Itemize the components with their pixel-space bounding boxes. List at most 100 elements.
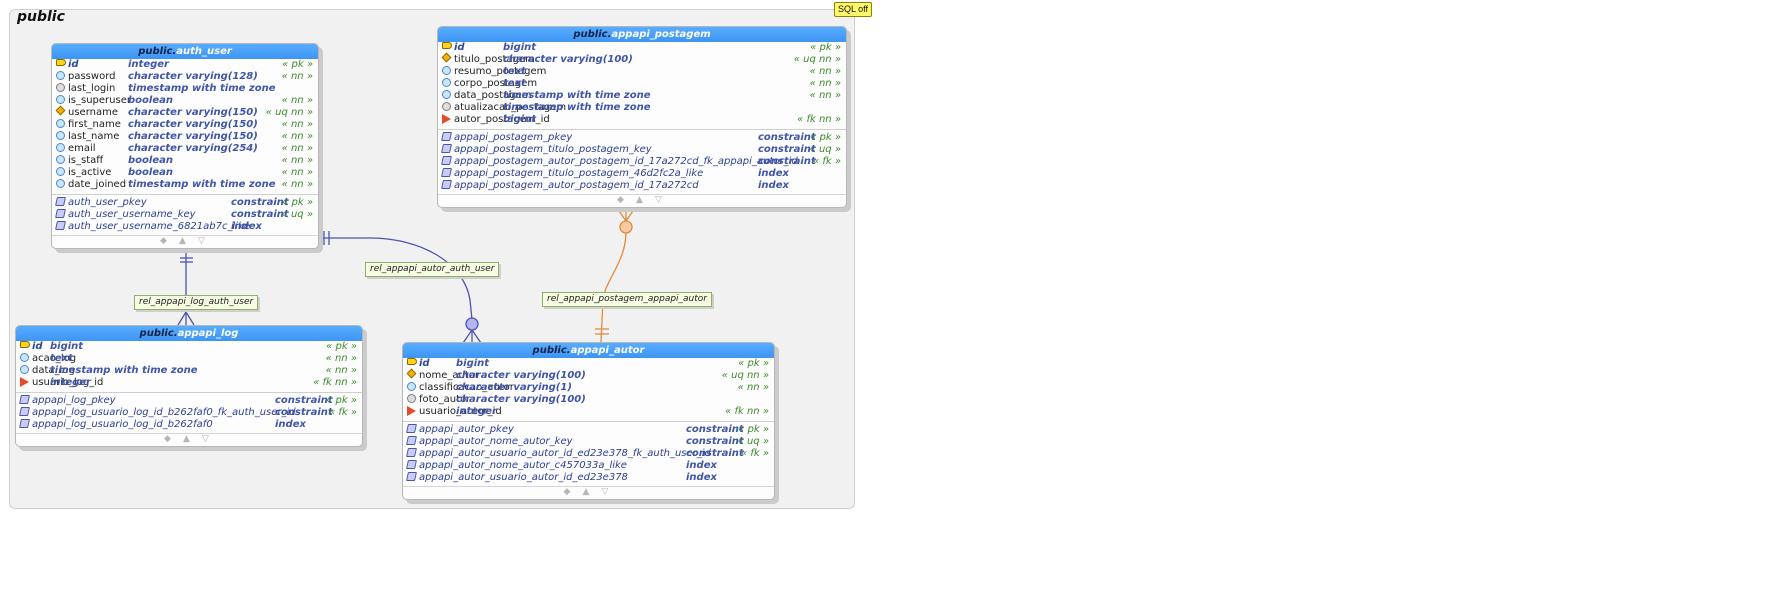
unique-column-icon <box>406 368 417 379</box>
column-type: bigint <box>503 114 537 125</box>
index-kind: constraint <box>275 395 333 406</box>
table-header[interactable]: public.appapi_autor <box>403 343 774 358</box>
expand-up-icon[interactable]: ▲ <box>582 487 590 497</box>
index-name: appapi_log_usuario_log_id_b262faf0 <box>32 419 213 430</box>
column-name: last_login <box>68 83 116 94</box>
index-row[interactable]: appapi_log_usuario_log_id_b262faf0_fk_au… <box>16 407 362 419</box>
index-kind: constraint <box>758 156 816 167</box>
expand-down-icon[interactable]: ▽ <box>202 434 209 444</box>
collapse-icon[interactable]: ◆ <box>563 487 571 497</box>
collapse-icon[interactable]: ◆ <box>160 236 167 246</box>
column-name: last_name <box>68 131 120 142</box>
expand-up-icon[interactable]: ▲ <box>636 195 643 205</box>
index-icon <box>406 424 417 433</box>
column-name: foto_autor <box>419 394 471 405</box>
index-flags: « fk » <box>740 448 769 459</box>
rel-label-log-auth-user[interactable]: rel_appapi_log_auth_user <box>134 295 259 310</box>
column-name: is_staff <box>68 155 104 166</box>
rel-label-postagem-autor[interactable]: rel_appapi_postagem_appapi_autor <box>542 292 713 307</box>
table-header[interactable]: public.appapi_log <box>16 326 362 341</box>
rel-label-autor-auth-user[interactable]: rel_appapi_autor_auth_user <box>365 262 500 277</box>
column-icon <box>56 131 65 140</box>
column-name: data_postagem <box>454 90 532 101</box>
index-name: auth_user_pkey <box>68 197 147 208</box>
column-type: character varying(254) <box>128 143 258 154</box>
index-icon <box>441 156 452 165</box>
column-type: character varying(128) <box>128 71 258 82</box>
index-row[interactable]: appapi_autor_usuario_autor_id_ed23e378_f… <box>403 448 774 460</box>
index-row[interactable]: appapi_postagem_autor_postagem_id_17a272… <box>438 156 846 168</box>
index-row[interactable]: appapi_postagem_titulo_postagem_46d2fc2a… <box>438 168 846 180</box>
table-name: appapi_autor <box>570 345 645 356</box>
divider <box>438 129 846 130</box>
collapse-icon[interactable]: ◆ <box>617 195 624 205</box>
index-icon <box>55 209 66 218</box>
table-header[interactable]: public.auth_user <box>52 44 318 59</box>
expand-up-icon[interactable]: ▲ <box>183 434 190 444</box>
table-header[interactable]: public.appapi_postagem <box>438 27 846 42</box>
key-icon <box>56 59 66 66</box>
index-name: appapi_autor_nome_autor_key <box>419 436 573 447</box>
column-name: acao_log <box>32 353 77 364</box>
column-type: character varying(100) <box>456 394 586 405</box>
collapse-icon[interactable]: ◆ <box>164 434 171 444</box>
sql-off-badge[interactable]: SQL off <box>834 2 873 17</box>
expand-down-icon[interactable]: ▽ <box>601 487 609 497</box>
expand-down-icon[interactable]: ▽ <box>198 236 205 246</box>
column-icon <box>56 155 65 164</box>
expand-up-icon[interactable]: ▲ <box>179 236 186 246</box>
expand-down-icon[interactable]: ▽ <box>655 195 662 205</box>
column-name: corpo_postagem <box>454 78 538 89</box>
index-name: appapi_autor_usuario_autor_id_ed23e378 <box>419 472 628 483</box>
index-row[interactable]: appapi_postagem_autor_postagem_id_17a272… <box>438 180 846 192</box>
foreign-key-icon <box>20 377 29 387</box>
index-name: appapi_log_usuario_log_id_b262faf0_fk_au… <box>32 407 296 418</box>
index-kind: constraint <box>231 209 289 220</box>
index-kind: index <box>758 180 789 191</box>
column-name: autor_postagem_id <box>454 114 550 125</box>
